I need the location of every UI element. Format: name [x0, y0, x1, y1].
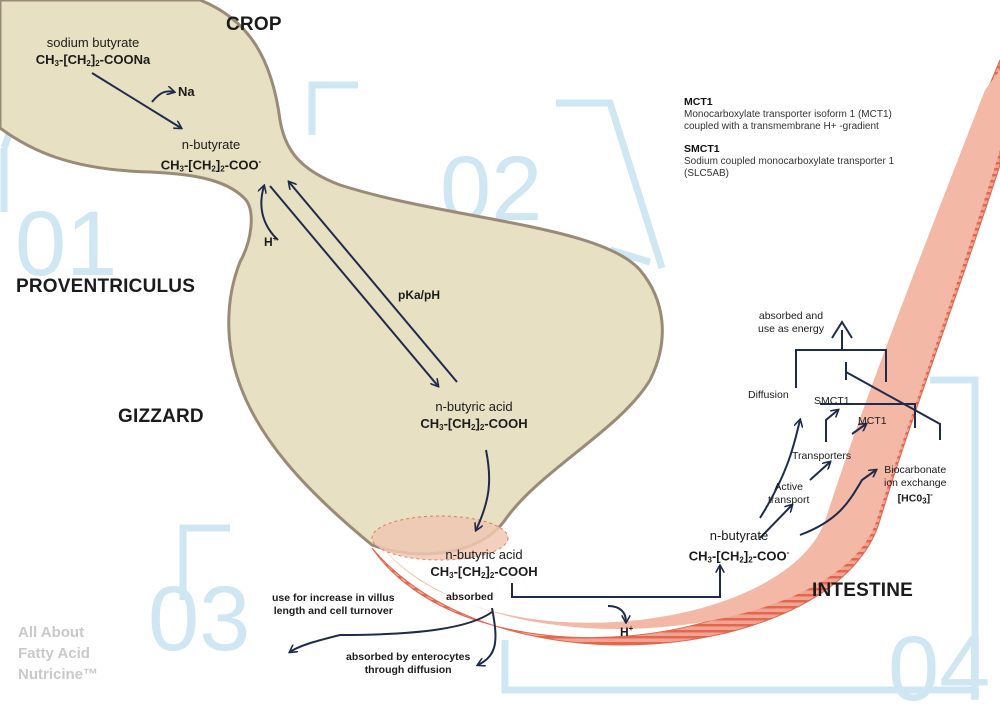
- bracket-energy-head: [831, 320, 853, 339]
- brand-line-1: All About: [18, 624, 85, 641]
- arrow-h-curve: [261, 186, 279, 241]
- chem-n-butyric-acid-gizzard-formula: CH3-[CH2]2-COOH: [420, 416, 528, 432]
- pka-label: pKa/pH: [398, 288, 440, 302]
- section-number-01: 01: [15, 193, 117, 295]
- arrow-down-to-gizzard: [269, 185, 438, 386]
- chem-n-butyric-acid-gizzard-name: n-butyric acid: [435, 399, 513, 414]
- brand-logo-text: All About Fatty Acid Nutricine™: [18, 622, 98, 685]
- bracket-01: [0, 130, 14, 212]
- bracket-smct1-to-mct1: [820, 403, 916, 428]
- legend-smct1-title: SMCT1: [684, 143, 720, 155]
- bracket-03: [179, 524, 230, 600]
- legend-mct1-desc-2: coupled with a transmembrane H+ -gradien…: [684, 121, 879, 132]
- region-label-gizzard: GIZZARD: [118, 406, 204, 427]
- intestine-tube-inner: [380, 70, 1000, 629]
- legend-mct1-desc-1: Monocarboxylate transporter isoform 1 (M…: [684, 109, 892, 120]
- chem-n-butyrate-crop-name: n-butyrate: [181, 137, 241, 152]
- region-label-crop: CROP: [226, 14, 282, 35]
- energy-label: absorbed and use as energy: [758, 310, 824, 335]
- chem-sodium-butyrate: sodium butyrate CH3-[CH2]2-COONa: [18, 34, 168, 72]
- chem-n-butyric-acid-intestine-name: n-butyric acid: [445, 547, 523, 562]
- chem-n-butyrate-crop-formula: CH3-[CH2]2-COO-: [160, 157, 262, 174]
- chem-n-butyric-acid-gizzard: n-butyric acid CH3-[CH2]2-COOH: [394, 398, 554, 436]
- section-number-04: 04: [888, 618, 990, 704]
- bracket-energy: [795, 330, 887, 388]
- flow-arrows: [91, 72, 941, 665]
- villus-label-line1: use for increase in villus: [272, 592, 395, 604]
- arrow-to-diffusion: [759, 420, 800, 519]
- chem-n-butyrate-intestine-name: n-butyrate: [709, 528, 769, 543]
- arrow-h-release: [607, 605, 626, 622]
- brand-line-2: Fatty Acid: [18, 645, 90, 662]
- diffusion-label: Diffusion: [748, 389, 789, 401]
- transporters-label: Transporters: [792, 450, 852, 462]
- villus-label: use for increase in villus length and ce…: [272, 592, 395, 617]
- arrow-to-villus: [290, 634, 341, 652]
- arrow-absorbed-down: [478, 607, 497, 665]
- arrow-gizzard-to-intestine: [476, 449, 491, 530]
- enterocytes-label-line1: absorbed by enterocytes: [346, 651, 471, 663]
- arrow-up-to-crop: [289, 182, 458, 383]
- arrow-crop-to-butyrate: [91, 72, 181, 128]
- legend-mct1-title: MCT1: [684, 96, 713, 108]
- region-label-proventriculus: PROVENTRICULUS: [16, 276, 196, 297]
- enterocytes-label-line2: through diffusion: [364, 663, 452, 676]
- chem-n-butyrate-intestine-formula: CH3-[CH2]2-COO-: [688, 548, 790, 565]
- smct1-diagram-label: SMCT1: [814, 395, 850, 407]
- absorbed-label: absorbed: [446, 591, 494, 603]
- na-label: Na: [178, 84, 195, 99]
- chem-sodium-butyrate-name: sodium butyrate: [46, 35, 140, 50]
- h-plus-top: H+: [264, 234, 278, 249]
- active-transport-line1: Active: [774, 481, 804, 493]
- arrow-na-release: [151, 91, 174, 103]
- arrow-acid-to-butyrate: [511, 566, 720, 598]
- energy-label-line1: absorbed and: [758, 310, 824, 322]
- legend-smct1-desc-1: Sodium coupled monocarboxylate transport…: [684, 156, 895, 167]
- arrow-to-villus-tail: [339, 611, 493, 636]
- legend: MCT1 Monocarboxylate transporter isoform…: [684, 96, 894, 180]
- mct1-diagram-label: MCT1: [858, 415, 887, 427]
- region-label-intestine: INTESTINE: [812, 580, 914, 601]
- brand-line-3: Nutricine™: [18, 666, 99, 683]
- bracket-mct1: [845, 362, 941, 440]
- arrow-to-transporters: [809, 462, 830, 481]
- arrow-to-mct1: [851, 424, 866, 435]
- chem-sodium-butyrate-formula: CH3-[CH2]2-COONa: [35, 52, 151, 68]
- chem-n-butyric-acid-intestine-formula: CH3-[CH2]2-COOH: [430, 564, 538, 580]
- enterocytes-label: absorbed by enterocytes through diffusio…: [346, 651, 470, 676]
- bicarbonate-line1: Biocarbonate: [884, 464, 947, 476]
- legend-smct1-desc-2: (SLC5AB): [684, 168, 730, 179]
- active-transport-line2: transport: [768, 493, 810, 506]
- section-number-labels: 01 02 03 04: [15, 138, 990, 704]
- bracket-04: [501, 376, 979, 694]
- section-number-03: 03: [148, 568, 250, 670]
- bicarbonate-line2: ion exchange: [884, 476, 947, 489]
- arrow-to-smct1: [825, 410, 838, 442]
- active-transport-label: Active transport: [768, 481, 809, 506]
- arrow-to-bicarbonate: [799, 470, 876, 536]
- chem-n-butyrate-crop: n-butyrate CH3-[CH2]2-COO-: [136, 136, 286, 177]
- chem-n-butyrate-intestine: n-butyrate CH3-[CH2]2-COO-: [664, 527, 814, 568]
- bicarbonate-label: Biocarbonate ion exchange [HC03]-: [884, 464, 946, 508]
- chem-n-butyric-acid-intestine: n-butyric acid CH3-[CH2]2-COOH: [404, 546, 564, 584]
- pylorus-junction: [371, 515, 509, 561]
- arrow-to-active-transport: [759, 505, 792, 539]
- bicarbonate-formula: [HC03]-: [897, 490, 933, 506]
- villus-label-line2: length and cell turnover: [273, 604, 393, 617]
- h-plus-bottom: H+: [620, 624, 634, 639]
- energy-label-line2: use as energy: [758, 322, 824, 335]
- intestine-tube-outer: [371, 59, 1000, 646]
